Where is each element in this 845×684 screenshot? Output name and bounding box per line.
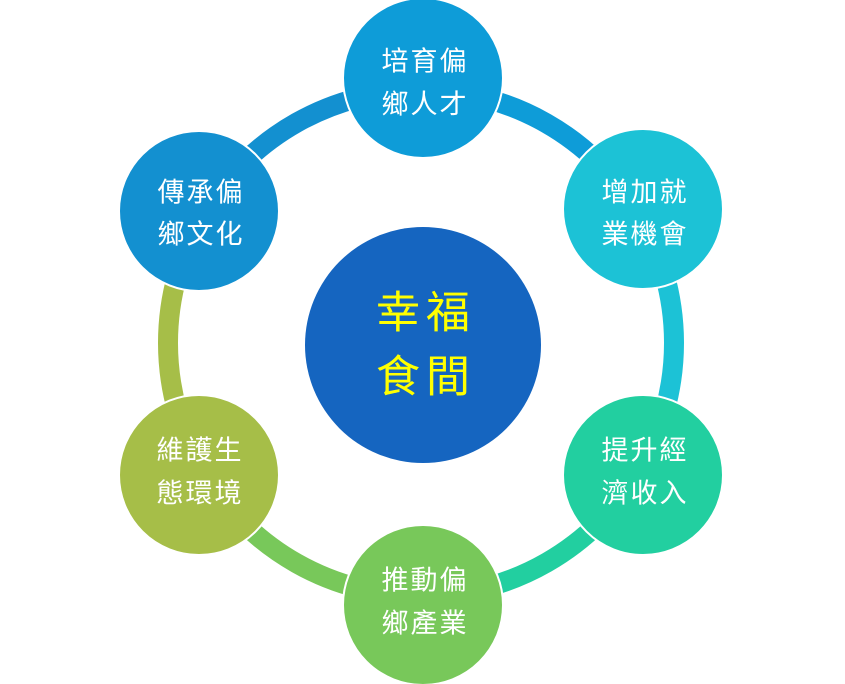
node-circle-top <box>342 0 504 159</box>
node-label-line2-lower-left: 態環境 <box>157 479 244 510</box>
node-label-line2-top: 鄉人才 <box>382 90 469 121</box>
node-label-line2-upper-left: 鄉文化 <box>158 220 245 251</box>
node-label-line1-lower-right: 提升經 <box>602 436 689 467</box>
node-circle-lower-left <box>118 394 280 556</box>
node-label-line1-top: 培育偏 <box>382 47 469 78</box>
node-circle-upper-left <box>118 130 280 292</box>
node-label-line2-lower-right: 濟收入 <box>602 479 689 510</box>
node-label-line2-upper-right: 業機會 <box>602 220 689 251</box>
node-label-line1-lower-left: 維護生 <box>157 436 244 467</box>
center-circle <box>305 227 541 463</box>
node-circle-bottom <box>342 524 504 684</box>
center-node: 幸福 食間 <box>305 227 541 463</box>
node-circle-lower-right <box>562 394 724 556</box>
center-title-line1: 幸福 <box>376 288 476 339</box>
node-label-line1-upper-left: 傳承偏 <box>158 178 245 209</box>
center-title-line2: 食間 <box>376 352 476 403</box>
node-label-line1-upper-right: 增加就 <box>602 178 689 209</box>
node-label-line1-bottom: 推動偏 <box>382 566 469 597</box>
node-label-line2-bottom: 鄉產業 <box>382 609 469 640</box>
node-circle-upper-right <box>562 128 724 290</box>
